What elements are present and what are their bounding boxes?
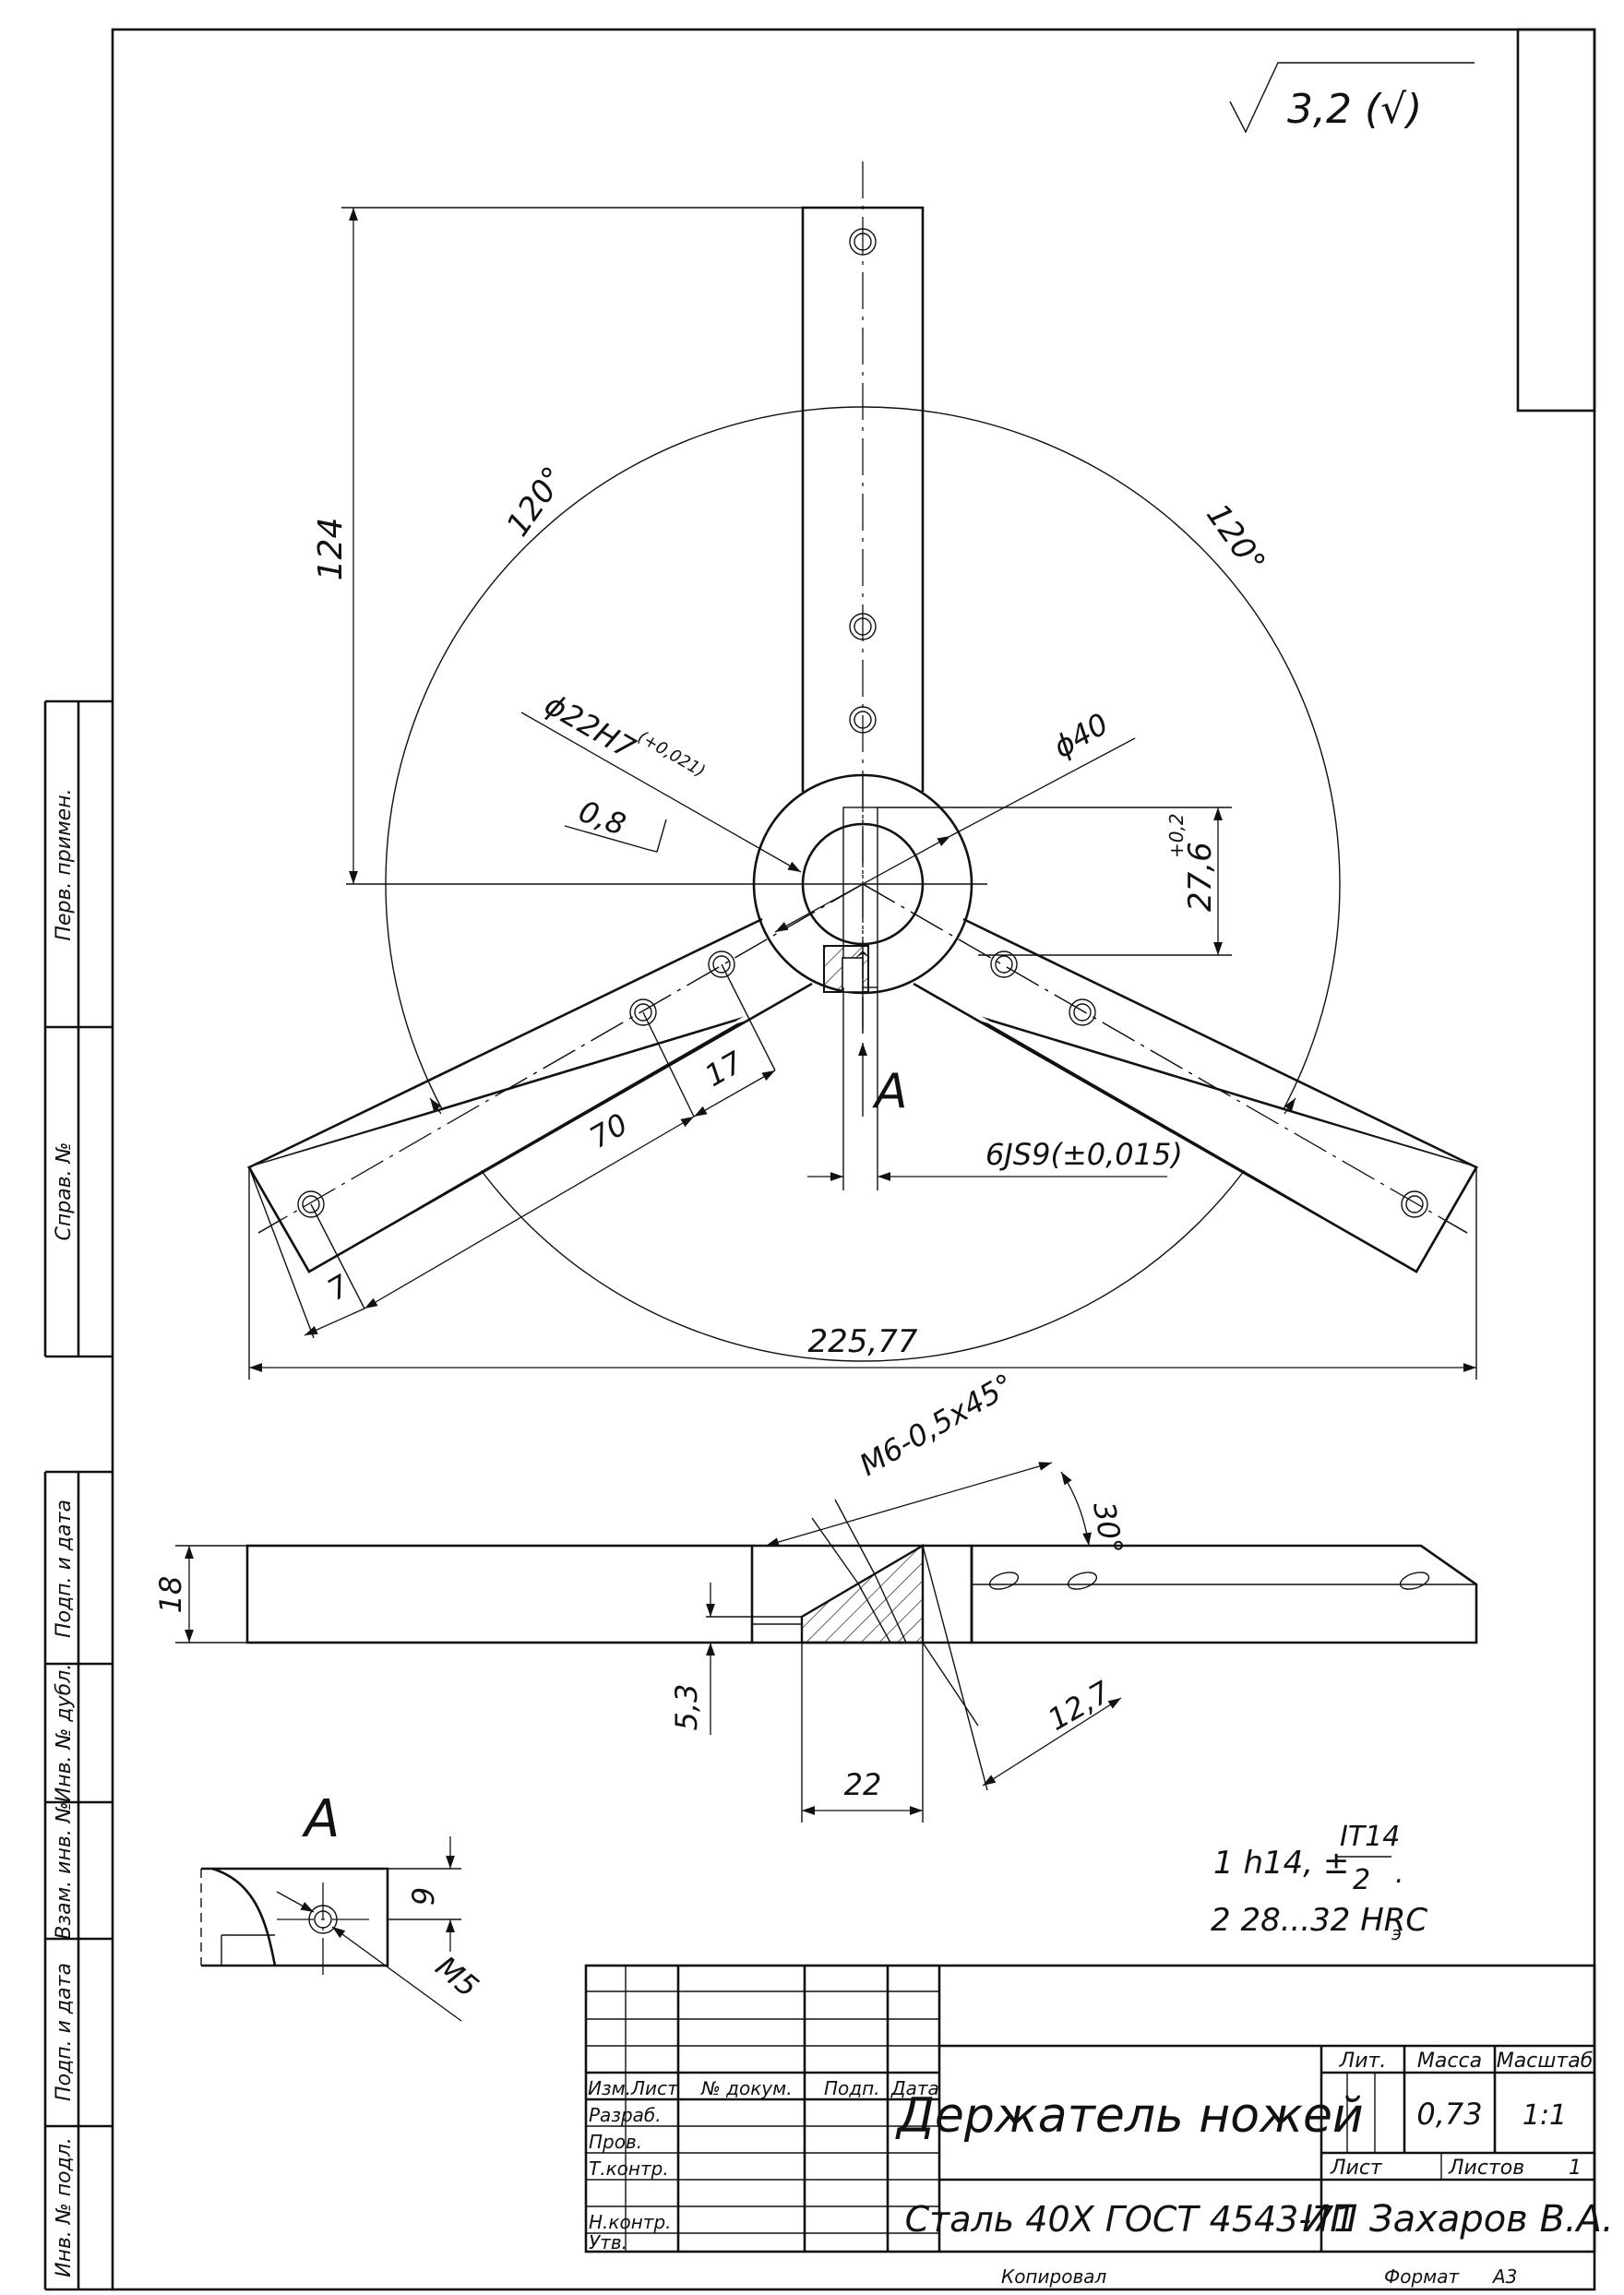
top-right-stamp-box bbox=[1516, 28, 1596, 412]
note-1-denominator: 2 bbox=[1353, 1864, 1370, 1896]
sprav-label: Справ. № bbox=[53, 1142, 76, 1240]
format-value: А3 bbox=[1491, 2265, 1517, 2288]
listov-label: Листов bbox=[1448, 2157, 1524, 2180]
row-razrab: Разраб. bbox=[589, 2104, 662, 2126]
organization: ИП Захаров В.А. bbox=[1302, 2198, 1613, 2241]
inv-podl-label: Инв. № подл. bbox=[53, 2137, 76, 2277]
side-left-bar bbox=[245, 1544, 754, 1644]
masshtab-header: Масштаб bbox=[1497, 2050, 1594, 2073]
dim-9: 9 bbox=[406, 1887, 441, 1906]
right-arm-holes bbox=[990, 950, 1428, 1218]
top-view: 124 120° 120° ϕ22H7 (+0,021) ϕ40 0,8 27,… bbox=[247, 161, 1478, 1380]
row-nkontr: Н.контр. bbox=[589, 2211, 672, 2233]
dim-5-3: 5,3 bbox=[669, 1684, 704, 1731]
row-tkontr: Т.контр. bbox=[589, 2158, 669, 2180]
format-label: Формат bbox=[1384, 2265, 1460, 2288]
rough-08: 0,8 bbox=[574, 794, 630, 843]
roughness-value: 3,2 (√) bbox=[1287, 86, 1422, 133]
side-view: 18 5,3 22 12,7 M6-0,5x45° 30° bbox=[153, 1367, 1478, 1823]
roughness-symbol: 3,2 (√) bbox=[1229, 62, 1475, 134]
dim-12-7: 12,7 bbox=[1042, 1674, 1116, 1738]
note-1-prefix: 1 h14, ± bbox=[1213, 1845, 1349, 1882]
dia40-dim: ϕ40 bbox=[1047, 706, 1115, 765]
part-name: Держатель ножей bbox=[895, 2088, 1363, 2144]
key-width-dim: 6JS9(±0,015) bbox=[985, 1137, 1183, 1172]
key-depth-dim: 27,6 bbox=[1182, 842, 1219, 912]
dim-17: 17 bbox=[699, 1045, 749, 1094]
col-list: Лист bbox=[630, 2077, 679, 2099]
dim-124: 124 bbox=[312, 518, 350, 581]
note-2-sub: э bbox=[1391, 1922, 1402, 1944]
podp-data-label-2: Подп. и дата bbox=[53, 1963, 76, 2101]
dim-18: 18 bbox=[153, 1576, 188, 1614]
angle-30: 30° bbox=[1086, 1500, 1129, 1557]
scale-value: 1:1 bbox=[1522, 2099, 1567, 2132]
listov-value: 1 bbox=[1569, 2157, 1582, 2180]
dim-70: 70 bbox=[583, 1106, 633, 1155]
note-1-numerator: IT14 bbox=[1340, 1821, 1400, 1853]
row-utv: Утв. bbox=[589, 2231, 627, 2253]
top-arm-holes bbox=[849, 228, 877, 734]
thread-callout: M6-0,5x45° bbox=[854, 1367, 1020, 1483]
perv-primen-label: Перв. примен. bbox=[53, 788, 76, 940]
lit-header: Лит. bbox=[1339, 2050, 1387, 2073]
svg-text:.: . bbox=[1395, 1858, 1404, 1890]
key-depth-tol: +0,2 bbox=[1165, 813, 1188, 858]
section-a-label: A bbox=[302, 1789, 340, 1849]
title-block: Изм. Лист № докум. Подп. Дата Разраб. Пр… bbox=[584, 1964, 1614, 2288]
col-podp: Подп. bbox=[824, 2077, 880, 2099]
kopiroval-label: Копировал bbox=[1001, 2265, 1106, 2288]
vzam-inv-label: Взам. инв. № bbox=[53, 1801, 76, 1939]
massa-header: Масса bbox=[1417, 2050, 1482, 2073]
dim-7: 7 bbox=[321, 1268, 355, 1308]
col-data: Дата bbox=[890, 2077, 939, 2099]
left-arm-holes bbox=[297, 950, 735, 1218]
top-arm bbox=[801, 206, 925, 792]
dim-22: 22 bbox=[844, 1767, 882, 1802]
hatched-section bbox=[800, 1543, 925, 1644]
angle-120-right: 120° bbox=[1199, 497, 1272, 580]
overall-dim: 225,77 bbox=[808, 1323, 918, 1360]
col-izm: Изм. bbox=[588, 2077, 631, 2099]
material: Сталь 40Х ГОСТ 4543-71 bbox=[905, 2199, 1356, 2240]
list-label: Лист bbox=[1330, 2157, 1383, 2180]
sheet-frame bbox=[111, 28, 1596, 2291]
left-side-stamp: Перв. примен. Справ. № Подп. и дата Инв.… bbox=[43, 699, 113, 2291]
inv-dubl-label: Инв. № дубл. bbox=[53, 1664, 76, 1803]
massa-value: 0,73 bbox=[1416, 2097, 1482, 2132]
bore-tol: (+0,021) bbox=[635, 727, 709, 782]
side-right-bar bbox=[970, 1544, 1478, 1644]
section-a: A M5 9 bbox=[200, 1789, 485, 2022]
note-2: 2 28...32 HRC bbox=[1211, 1902, 1427, 1939]
podp-data-label-1: Подп. и дата bbox=[53, 1500, 76, 1638]
angle-120-left: 120° bbox=[499, 460, 573, 544]
m5-callout: M5 bbox=[429, 1949, 485, 2004]
technical-notes: 1 h14, ± IT14 2 . 2 28...32 HRC э bbox=[1211, 1821, 1427, 1944]
row-prov: Пров. bbox=[589, 2131, 642, 2153]
bore-dim: ϕ22H7 bbox=[539, 687, 642, 766]
col-doc: № докум. bbox=[700, 2077, 793, 2099]
